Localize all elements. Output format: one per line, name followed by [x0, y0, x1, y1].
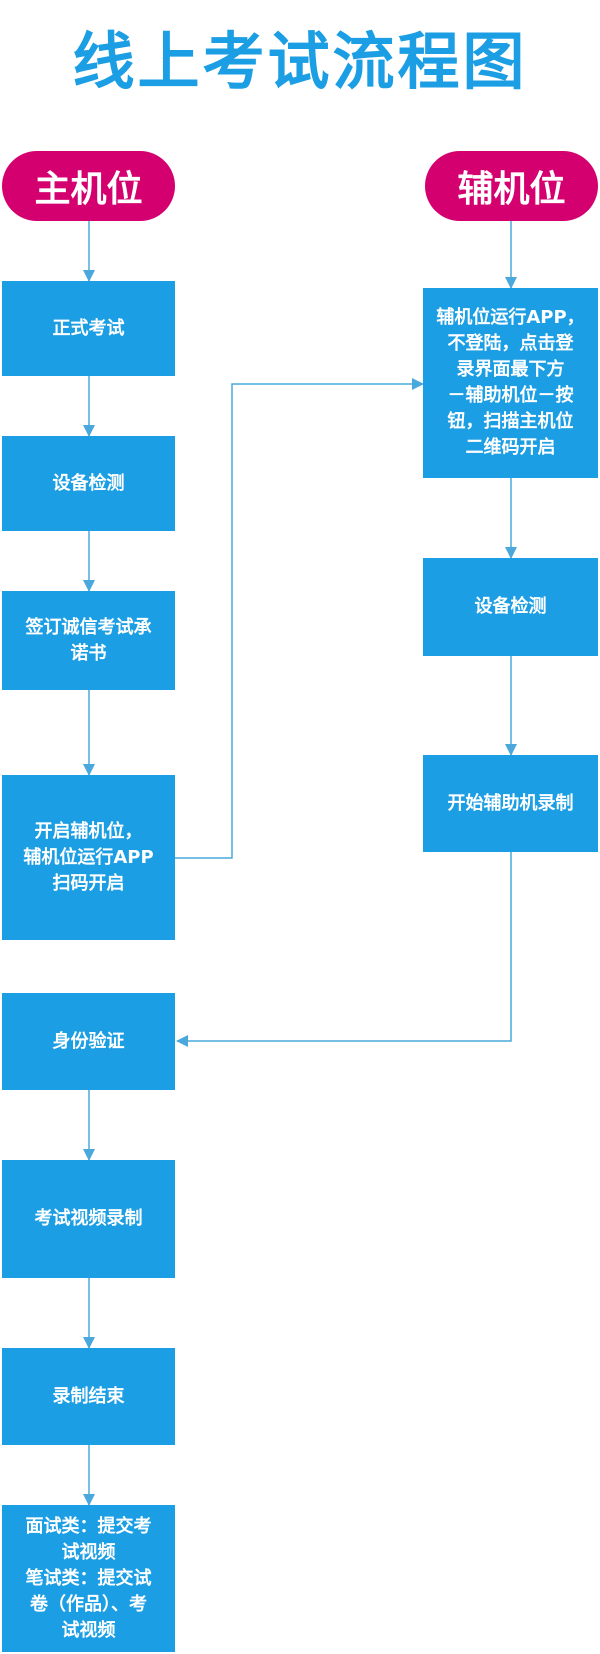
arrow-primary-step-4-to-secondary-step-1: [175, 378, 424, 859]
primary-step-1: 正式考试: [2, 281, 175, 376]
secondary-step-3: 开始辅助机录制: [423, 755, 598, 852]
lane-secondary: 辅机位: [425, 151, 598, 221]
secondary-step-2: 设备检测: [423, 558, 598, 656]
primary-step-4: 开启辅机位， 辅机位运行APP 扫码开启: [2, 775, 175, 940]
secondary-step-1: 辅机位运行APP， 不登陆，点击登 录界面最下方 －辅助机位－按 钮，扫描主机位…: [423, 288, 598, 478]
primary-step-8: 面试类：提交考 试视频 笔试类：提交试 卷（作品）、考 试视频: [2, 1505, 175, 1652]
arrow-secondary-step-3-to-primary-step-5: [176, 852, 512, 1047]
lane-primary: 主机位: [2, 151, 175, 221]
primary-step-2: 设备检测: [2, 436, 175, 531]
primary-step-6: 考试视频录制: [2, 1160, 175, 1278]
page-title: 线上考试流程图: [72, 25, 528, 98]
primary-step-7: 录制结束: [2, 1348, 175, 1445]
primary-step-3: 签订诚信考试承 诺书: [2, 591, 175, 690]
primary-step-5: 身份验证: [2, 993, 175, 1090]
